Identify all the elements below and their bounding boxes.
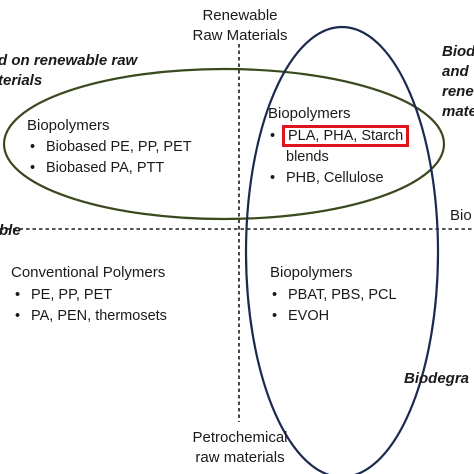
list-item-text: PE, PP, PET <box>31 287 113 303</box>
renewable-raw-materials-ellipse <box>2 67 446 221</box>
axis-label-top: Renewable Raw Materials <box>170 6 310 46</box>
axis-label-left-fragment: ble <box>0 222 21 239</box>
list-item: •PA, PEN, thermosets <box>15 308 167 324</box>
biodegradable-ellipse <box>244 25 440 474</box>
list-item-text: Biobased PE, PP, PET <box>46 139 192 155</box>
petro-biodegradable-heading: Biopolymers <box>270 264 353 281</box>
side-label-top-left-line1: d on renewable raw <box>0 52 138 69</box>
axis-label-top-line1: Renewable <box>202 7 278 24</box>
axis-label-bottom-line2: raw materials <box>195 449 285 466</box>
side-label-top-right-line4: mate <box>442 103 474 120</box>
list-item: •Biobased PE, PP, PET <box>30 139 192 155</box>
side-label-top-right-line3: rene <box>442 83 474 100</box>
petro-biodegradable-list: •PBAT, PBS, PCL •EVOH <box>270 285 397 327</box>
side-label-top-left: d on renewable raw terials <box>0 51 137 91</box>
side-label-top-right-line2: and <box>442 63 469 80</box>
list-item: •PLA, PHA, Starch blends <box>268 125 410 168</box>
list-item-text: PA, PEN, thermosets <box>31 308 167 324</box>
list-item-text: EVOH <box>288 308 330 324</box>
biobased-biopolymers-list: •Biobased PE, PP, PET •Biobased PA, PTT <box>28 137 192 179</box>
conventional-polymers-heading: Conventional Polymers <box>11 264 166 281</box>
list-item-continuation: blends <box>286 149 329 165</box>
renewable-biodegradable-list: •PLA, PHA, Starch blends •PHB, Cellulose <box>268 125 410 189</box>
list-item: •PE, PP, PET <box>15 287 113 303</box>
axis-label-right-fragment: Bio <box>450 207 472 224</box>
axis-label-bottom-line1: Petrochemical <box>192 429 288 446</box>
renewable-biodegradable-heading: Biopolymers <box>268 105 351 122</box>
side-label-bottom-right: Biodegra <box>404 370 470 387</box>
list-item-text: Biobased PA, PTT <box>46 160 165 176</box>
highlight-box: PLA, PHA, Starch <box>282 125 410 147</box>
biobased-biopolymers-heading: Biopolymers <box>27 117 110 134</box>
axis-label-top-line2: Raw Materials <box>192 27 288 44</box>
list-item-text: PBAT, PBS, PCL <box>288 287 397 303</box>
list-item: •Biobased PA, PTT <box>30 160 165 176</box>
side-label-top-left-line2: terials <box>0 72 43 89</box>
side-label-top-right-line1: Biode <box>442 43 474 60</box>
list-item: •PHB, Cellulose <box>270 170 384 186</box>
conventional-polymers-list: •PE, PP, PET •PA, PEN, thermosets <box>13 285 167 327</box>
list-item-text: PHB, Cellulose <box>286 170 384 186</box>
axis-label-bottom: Petrochemical raw materials <box>165 428 315 468</box>
side-label-top-right: Biode and rene mate <box>442 42 474 122</box>
list-item: •PBAT, PBS, PCL <box>272 287 397 303</box>
list-item: •EVOH <box>272 308 330 324</box>
